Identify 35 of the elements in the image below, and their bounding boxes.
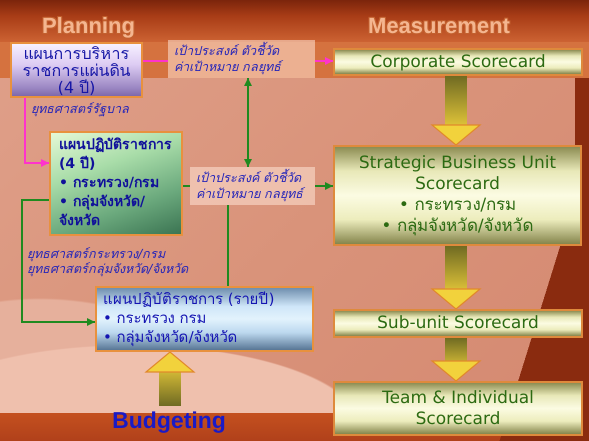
connector-line bbox=[143, 60, 168, 62]
plan-box bbox=[49, 131, 183, 236]
edge-label: ยุทธศาสตร์กระทรวง/กรม ยุทธศาสตร์กลุ่มจังหวัด/จังหวัด bbox=[27, 246, 188, 276]
bullet-item: • กระทรวง/กรม bbox=[398, 195, 518, 216]
note-box: เป้าประสงค์ ตัวชี้วัด ค่าเป้าหมาย กลยุทธ์ bbox=[168, 40, 315, 78]
scorecard-box bbox=[333, 145, 582, 246]
connector-line bbox=[183, 185, 190, 187]
block-arrow bbox=[431, 338, 481, 382]
connector-line bbox=[227, 205, 229, 286]
box-heading: แผนปฏิบัติราชการ (4 ปี) bbox=[59, 136, 173, 174]
arrow bbox=[21, 199, 95, 326]
section-heading: Planning bbox=[42, 14, 135, 38]
box-heading: แผนปฏิบัติราชการ (รายปี) bbox=[103, 290, 276, 309]
scorecard-box: Team & Individual Scorecard bbox=[333, 381, 583, 436]
block-arrow bbox=[145, 351, 195, 406]
bullet-item: • กลุ่มจังหวัด/จังหวัด bbox=[380, 216, 535, 237]
bullet-item: • กระทรวง กรม bbox=[103, 309, 208, 328]
scorecard-box: Sub-unit Scorecard bbox=[333, 309, 583, 338]
section-heading: Measurement bbox=[368, 14, 510, 38]
plan-box: แผนการบริหารราชการแผ่นดิน (4 ปี) bbox=[10, 42, 143, 98]
bullet-item: • กระทรวง/กรม bbox=[59, 174, 160, 193]
arrow bbox=[315, 182, 333, 190]
box-heading: Strategic Business Unit Scorecard bbox=[358, 153, 558, 195]
bullet-item: • กลุ่มจังหวัด/จังหวัด bbox=[59, 193, 146, 231]
block-arrow bbox=[431, 246, 481, 310]
arrow bbox=[244, 78, 252, 167]
block-arrow bbox=[431, 76, 481, 146]
plan-box bbox=[95, 286, 314, 352]
bullet-item: • กลุ่มจังหวัด/จังหวัด bbox=[103, 328, 239, 347]
note-box: เป้าประสงค์ ตัวชี้วัด ค่าเป้าหมาย กลยุทธ์ bbox=[190, 167, 315, 205]
scorecard-box: Corporate Scorecard bbox=[333, 48, 583, 76]
edge-label: ยุทธศาสตร์รัฐบาล bbox=[31, 101, 129, 116]
section-heading: Budgeting bbox=[106, 406, 232, 434]
arrow bbox=[315, 57, 333, 65]
arrow bbox=[24, 98, 49, 167]
